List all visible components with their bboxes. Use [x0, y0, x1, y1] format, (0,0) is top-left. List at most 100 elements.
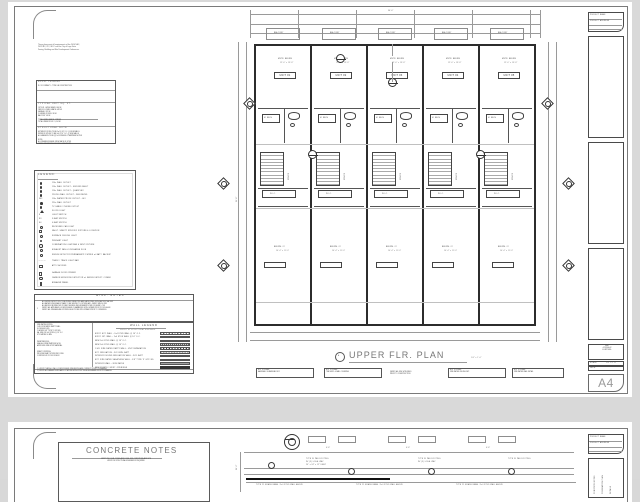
bldg-legend-lines: R-2 OCCUPANCY - TYPE V-B CONSTRUCTION — [38, 86, 114, 88]
three-way-switch-icon: S3 — [39, 218, 41, 220]
breaker-panel-icon — [40, 282, 42, 286]
bed-closet-1 — [264, 262, 286, 268]
pier-marker-1 — [268, 462, 275, 469]
overall-dimension-left: 26'-0" — [236, 197, 238, 203]
legend-label-3: 220/240 WALL OUTLET - DEDICATED — [52, 194, 87, 196]
drawing-sheet-concrete[interactable]: CONCRETE NOTES VERIFY W/ LOCAL CODES AND… — [8, 422, 632, 502]
mstr-bedrm-size-5: 12'-0" x 13'-8" — [504, 62, 517, 64]
balcony-outline-5 — [490, 28, 524, 40]
penetration-notes: PENETRATIONS: SEAL ALL PENETRATIONS W/ U… — [37, 342, 89, 348]
recessed-light-icon — [40, 226, 43, 229]
wall-legend-swatch-1 — [160, 336, 190, 339]
concrete-notes-subtitle: VERIFY W/ LOCAL CODES AND LOCAL SOIL CON… — [76, 459, 176, 463]
section-marker-left-upper[interactable] — [244, 98, 255, 109]
m-bath-label-3: M. BATH — [376, 117, 384, 119]
footing-note-1: TYPE 'A' PAD FOOTING — [306, 458, 329, 460]
section-marker-right-upper[interactable] — [542, 98, 553, 109]
anchor-detail-6 — [498, 436, 516, 443]
drawing-sheet-a4[interactable]: These plans meet all requirements of the… — [8, 2, 632, 397]
title-block-2-rot-3: DETAILS — [610, 486, 612, 494]
unit-tag-2: UNIT #2 — [330, 72, 352, 79]
detail-marker-mid-2[interactable] — [476, 150, 485, 159]
balcony-label-2: BALCONY — [330, 32, 339, 34]
tub-fixture-1 — [288, 112, 300, 120]
plan-scale-note: 1/4" = 1'-0" — [471, 357, 482, 359]
plan-bottom-tag-text-0: NOT TO SCALE HANDRAIL / GUARDRAIL DET. — [258, 370, 312, 374]
misc-notes-lines: ALL SMOKE DETECTORS TO BE INTERCONNECTED… — [42, 302, 190, 312]
mstr-bedrm-size-1: 12'-0" x 13'-8" — [280, 62, 293, 64]
toilet-fixture-5 — [514, 123, 519, 127]
anchor-detail-4 — [418, 436, 436, 443]
legend-label-10: 4-WAY SWITCH — [52, 222, 67, 224]
flood-light-icon — [40, 210, 44, 213]
wall-legend-swatch-4 — [160, 347, 190, 350]
legend-label-21: CARBON MONOXIDE DETECTOR w/ SMOKE DETECT… — [52, 277, 111, 279]
tub-fixture-3 — [400, 112, 412, 120]
misc-notes-header: MISC. NOTES — [96, 294, 124, 297]
plan-reference-marker — [335, 352, 345, 362]
wall-legend-label-7: EXT. FIRE RATED SHEATHING WALL - 5/8" TY… — [95, 359, 154, 361]
bedrm2-label-1: BEDRM. #2 — [274, 246, 285, 248]
legend-label-20: GARAGE DOOR OPENER — [52, 272, 76, 274]
wic-label-4: W.I.C. — [438, 193, 444, 195]
mstr-bedrm-size-3: 12'-0" x 13'-8" — [392, 62, 405, 64]
wall-legend-label-8: INTERIOR WALL - NON RATED — [95, 363, 124, 365]
legend-label-11: RECESSED CAN LIGHT — [52, 226, 74, 228]
corner-flourish-top-left — [33, 10, 56, 39]
sheet-number-badge: A4 — [588, 374, 624, 392]
bedrm2-size-5: 10'-4" x 11'-0" — [500, 250, 513, 252]
mstr-bedrm-label-3: MSTR. BEDRM — [390, 58, 404, 60]
plan-bottom-tag-text-3: NOT TO SCALE FIRE RATED CEILING DET. — [450, 370, 504, 374]
balcony-label-4: BALCONY — [442, 32, 451, 34]
section-marker-left-bottom[interactable] — [218, 260, 229, 271]
plan-title: UPPER FLR. PLAN — [349, 350, 445, 360]
wall-legend-label-0: EXIST. EXT. WALL - 2x4 STUD WALL @ 16" O… — [95, 333, 141, 335]
toilet-fixture-1 — [290, 123, 295, 127]
m-bath-label-5: M. BATH — [488, 117, 496, 119]
legend-label-14: PENDANT LIGHT — [52, 240, 68, 242]
stair-3 — [372, 152, 396, 186]
bldg-legend-header: BLDG. LEGEND — [38, 81, 61, 84]
typical-unit-total-lines: TOTAL LIVING SPACE 1,288 SF TOTAL UNDER … — [38, 120, 114, 124]
typical-unit-sqft-header: TYPICAL UNIT SQ. FT. — [38, 103, 72, 106]
stair-label-4: STAIRS — [456, 173, 458, 180]
legend-label-6: TV CABLE / PHONE OUTLET — [52, 206, 79, 208]
wall-legend-label-4: 1 HR. FIRE RATED PARTY WALL - UNIT SEPAR… — [95, 348, 146, 350]
legend-label-15: COMBINATION LIGHT/FAN & VENT FIXTURE — [52, 244, 94, 246]
stair-label-2: STAIRS — [344, 173, 346, 180]
detail-marker-top-1[interactable] — [336, 54, 345, 63]
slab-note-1: TYPE 'B' GRADE BEAM / 2x4 STUD WALL ABOV… — [256, 484, 303, 486]
rebar-symbol — [288, 438, 296, 446]
building-wall-left — [254, 44, 256, 326]
legend-label-9: 3-WAY SWITCH — [52, 218, 67, 220]
wall-legend-header: WALL LEGEND — [130, 324, 158, 327]
balcony-label-1: BALCONY — [274, 32, 283, 34]
legend-label-12: VAULT / VANITY SPECIFIC FIXTURE & LOCATI… — [52, 230, 99, 232]
title-block-2-project-address: PROJECT ADDRESS — [590, 442, 609, 444]
section-marker-left-top[interactable] — [218, 178, 229, 189]
anchor-detail-5 — [468, 436, 486, 443]
legend-label-17: SMOKE DETECTOR PERMANENTLY WIRED w/ BATT… — [52, 254, 111, 256]
party-wall-4 — [478, 44, 480, 326]
detail-marker-mid-1[interactable] — [308, 150, 317, 159]
section-marker-right-bottom[interactable] — [563, 260, 574, 271]
legend-label-2: 110v WALL OUTLET - QUADPLEX — [52, 190, 84, 192]
wall-legend-swatch-6 — [160, 355, 190, 358]
anchor-detail-2 — [338, 436, 356, 443]
combo-fan-light-icon — [39, 244, 43, 248]
legend-label-1: 110v WALL OUTLET - GROUND FAULT — [52, 186, 88, 188]
bedrm2-size-4: 10'-4" x 11'-0" — [444, 250, 457, 252]
section-marker-right-top[interactable] — [563, 178, 574, 189]
overall-dimension-top: 96'-0" — [388, 10, 394, 12]
legend-label-5: 220v WALL OUTLET — [52, 202, 71, 204]
slab-note-3: TYPE 'B' GRADE BEAM / 2x4 STUD WALL ABOV… — [456, 484, 503, 486]
wic-label-5: W.I.C. — [494, 193, 500, 195]
bed-closet-2 — [320, 262, 342, 268]
bedrm2-size-3: 10'-4" x 11'-0" — [388, 250, 401, 252]
mstr-bedrm-size-4: 12'-0" x 13'-8" — [448, 62, 461, 64]
balcony-outline-1 — [266, 28, 300, 40]
toilet-fixture-2 — [346, 123, 351, 127]
pier-marker-3 — [428, 468, 435, 475]
pdf-viewer[interactable]: These plans meet all requirements of the… — [0, 0, 640, 479]
balcony-label-3: BALCONY — [386, 32, 395, 34]
